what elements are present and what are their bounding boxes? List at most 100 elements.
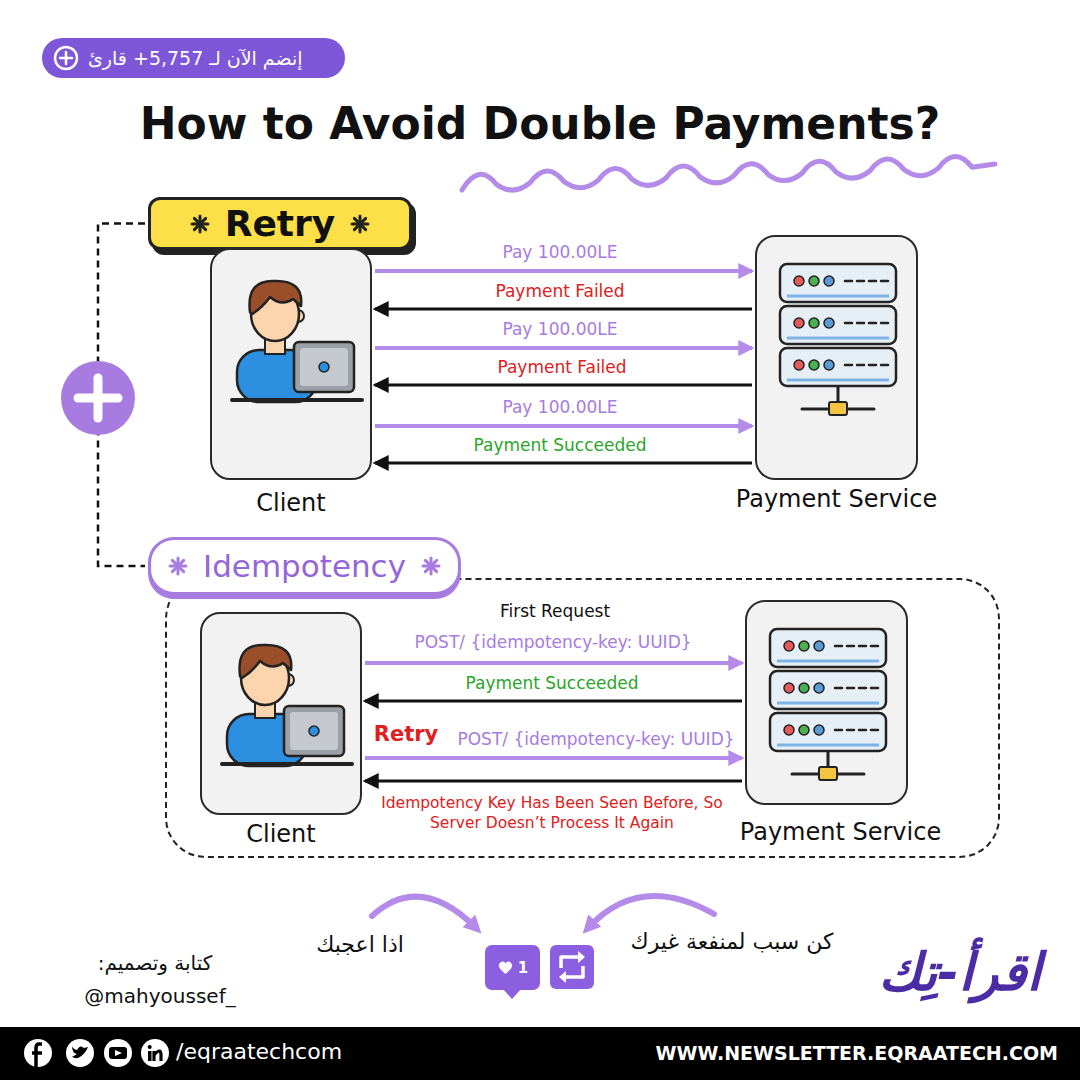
curved-arrow (588, 896, 714, 928)
server-light (794, 276, 804, 286)
actor-box: Client (210, 248, 372, 480)
message-arrow (375, 346, 752, 350)
note-label: كتابة وتصميم: (98, 951, 213, 975)
server-light (814, 641, 824, 651)
server-unit (780, 264, 896, 302)
server-unit (770, 629, 886, 667)
note-label: كن سبب لمنفعة غيرك (631, 929, 834, 954)
actor-box: Payment Service (745, 600, 908, 805)
server-light (809, 360, 819, 370)
server-vent (859, 729, 866, 732)
section-tag: Idempotency (148, 537, 461, 595)
server-vent (835, 687, 842, 690)
asterisk-stroke (425, 560, 436, 571)
like-badge: 1 (485, 945, 540, 990)
node-text: /eqraatechcom (176, 1039, 342, 1064)
social-icon (66, 1039, 94, 1067)
plus-circle (61, 361, 135, 435)
reader-badge: إنضم الآن لـ 5,757+ قارئ (42, 38, 345, 78)
server-vent (857, 280, 864, 283)
server-strip (787, 379, 889, 382)
node-text: Client (256, 489, 325, 517)
server-strip (787, 295, 889, 298)
node-text: 1 (518, 959, 528, 977)
social-icon (24, 1039, 52, 1067)
social-icon (104, 1039, 132, 1067)
node-text: Retry (225, 206, 336, 242)
message-arrow (375, 462, 752, 465)
social-icon (141, 1039, 169, 1067)
laptop-panel (290, 712, 338, 750)
server-light (784, 725, 794, 735)
node-text: Idempotency (203, 551, 406, 582)
server-vent (845, 280, 852, 283)
server-port (819, 767, 837, 780)
plus-mark (60, 52, 72, 64)
asterisk-icon (189, 213, 211, 235)
note-label: Retry (374, 722, 439, 746)
edge-label: Pay 100.00LE (502, 318, 617, 340)
badge-tail (503, 989, 521, 999)
server-port (829, 402, 847, 415)
server-vent (845, 322, 852, 325)
footer-bar: /eqraatechcomWWW.NEWSLETTER.EQRAATECH.CO… (0, 1027, 1080, 1080)
server-vent (881, 364, 888, 367)
actor-box: Payment Service (755, 235, 918, 480)
edge-label: Idempotency Key Has Been Seen Before, So… (372, 793, 732, 833)
edge-label: Payment Failed (497, 356, 626, 378)
server-strip (777, 744, 879, 747)
asterisk-icon (420, 555, 442, 577)
actor-box: Client (200, 612, 362, 815)
server-unit (770, 713, 886, 751)
server-vent (871, 645, 878, 648)
plus-icon (53, 45, 79, 71)
note-label: @mahyoussef_ (84, 984, 235, 1008)
title-squiggle (462, 156, 995, 190)
edge-label: Pay 100.00LE (502, 396, 617, 418)
message-arrow (375, 269, 752, 273)
plus-bar (94, 378, 103, 418)
server-light (824, 276, 834, 286)
server-vent (881, 322, 888, 325)
person-illustration (202, 614, 362, 804)
server-light (784, 683, 794, 693)
note-label: اذا اعجبك (316, 932, 404, 957)
retweet-arrow (561, 957, 580, 968)
node-text: Payment Service (740, 818, 941, 846)
message-arrow (365, 780, 742, 783)
server-strip (787, 337, 889, 340)
plus-ring (55, 47, 77, 69)
message-arrow (365, 756, 742, 760)
retweet-arrow (564, 966, 583, 977)
server-vent (859, 687, 866, 690)
heart-shape (499, 962, 513, 974)
person-hair (240, 645, 292, 678)
person-hair (250, 281, 302, 314)
note-label: First Request (500, 601, 610, 621)
youtube-glyph (109, 1047, 127, 1059)
server-illustration (757, 237, 917, 427)
server-vent (871, 687, 878, 690)
server-vent (847, 687, 854, 690)
server-light (814, 683, 824, 693)
server-vent (835, 729, 842, 732)
server-unit (780, 306, 896, 344)
server-light (794, 318, 804, 328)
retweet-square (550, 945, 594, 989)
node-text: إنضم الآن لـ 5,757+ قارئ (88, 47, 303, 69)
server-light (809, 276, 819, 286)
edge-label: Pay 100.00LE (502, 241, 617, 263)
server-light (794, 360, 804, 370)
server-unit (770, 671, 886, 709)
laptop-panel (300, 348, 348, 386)
server-vent (857, 322, 864, 325)
server-light (799, 725, 809, 735)
server-vent (845, 364, 852, 367)
server-light (799, 641, 809, 651)
server-strip (777, 660, 879, 663)
server-light (799, 683, 809, 693)
linkedin-glyph (148, 1051, 152, 1061)
twitter-glyph (72, 1046, 88, 1058)
laptop-lid (284, 706, 344, 756)
server-vent (859, 645, 866, 648)
